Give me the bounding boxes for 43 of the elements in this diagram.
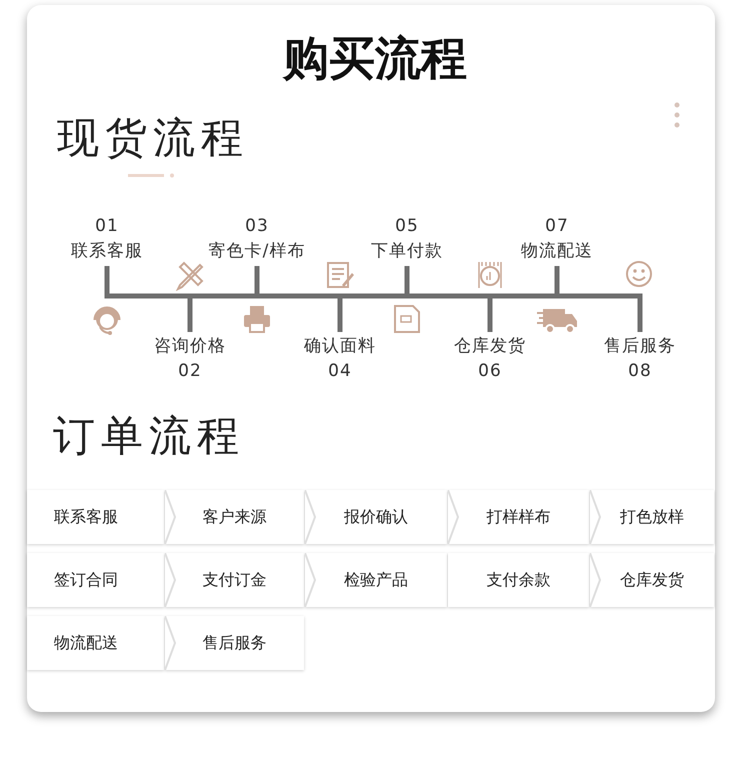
- step-label: 支付余款: [486, 570, 550, 590]
- step-text: 仓库发货: [453, 335, 527, 358]
- step-card: [448, 490, 589, 544]
- step-card: [165, 553, 304, 607]
- step-card: [590, 490, 714, 544]
- step-text: 确认面料: [303, 335, 377, 358]
- step-label: 联系客服: [54, 506, 118, 528]
- step-text: 06: [477, 360, 503, 383]
- step-text: 物流配送: [520, 240, 594, 263]
- step-text: 01: [94, 215, 120, 238]
- step-label: 客户来源: [202, 506, 266, 528]
- section-heading: 现货流程: [57, 112, 249, 164]
- step-label: 物流配送: [54, 632, 118, 654]
- step-label: 检验产品: [344, 570, 408, 590]
- step-label: 报价确认: [344, 506, 408, 528]
- step-text: 04: [327, 360, 353, 383]
- step-text: 08: [627, 360, 653, 383]
- step-card: [27, 490, 164, 544]
- step-card: [590, 553, 714, 607]
- step-label: 打色放样: [620, 506, 684, 528]
- step-text: 咨询价格: [153, 335, 227, 358]
- step-label: 签订合同: [54, 570, 118, 590]
- step-card: [448, 553, 589, 607]
- step-text: 下单付款: [370, 240, 444, 263]
- title: 购买流程: [282, 30, 468, 87]
- step-text: 02: [177, 360, 203, 383]
- step-text: 05: [394, 215, 420, 238]
- step-label: 支付订金: [202, 570, 266, 590]
- step-text: 寄色卡/样布: [208, 240, 306, 263]
- step-text: 售后服务: [603, 335, 677, 358]
- step-text: 03: [244, 215, 270, 238]
- step-card: [165, 616, 304, 670]
- section-heading: 订单流程: [53, 410, 245, 462]
- step-text: 联系客服: [70, 240, 144, 263]
- step-card: [27, 553, 164, 607]
- step-label: 打样样布: [486, 506, 550, 528]
- step-card: [305, 553, 447, 607]
- step-card: [165, 490, 304, 544]
- step-card: [27, 616, 164, 670]
- step-card: [305, 490, 447, 544]
- step-label: 售后服务: [202, 632, 266, 654]
- step-label: 仓库发货: [620, 570, 684, 590]
- step-text: 07: [544, 215, 570, 238]
